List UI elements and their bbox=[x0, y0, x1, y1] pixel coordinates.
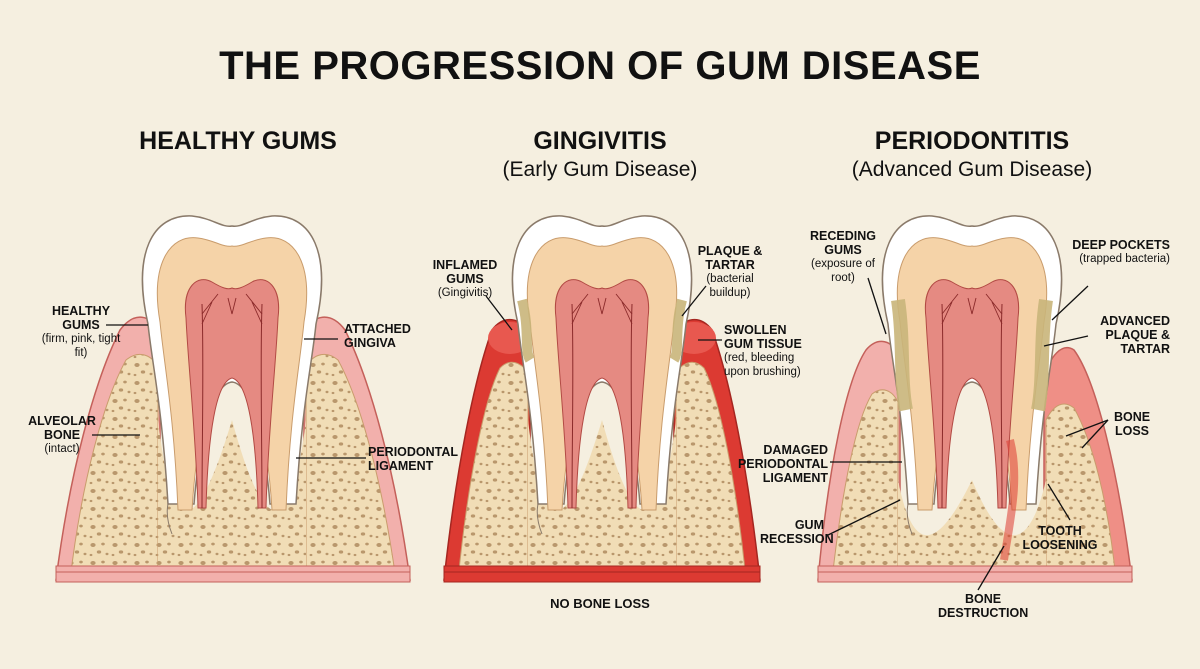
healthy-tooth-diagram bbox=[55, 215, 411, 583]
label-advanced-plaque-tartar: ADVANCED PLAQUE & TARTAR bbox=[1100, 314, 1170, 356]
label-periodontal-ligament: PERIODONTAL LIGAMENT bbox=[368, 445, 458, 473]
panel-heading-healthy: HEALTHY GUMS bbox=[48, 126, 428, 156]
label-receding-gums: RECEDING GUMS (exposure of root) bbox=[810, 229, 876, 284]
subheading-gingivitis: (Early Gum Disease) bbox=[502, 158, 698, 181]
label-plaque-tartar: PLAQUE & TARTAR (bacterial buildup) bbox=[697, 244, 763, 299]
label-inflamed-gums: INFLAMED GUMS (Gingivitis) bbox=[432, 258, 498, 299]
panel-heading-gingivitis: GINGIVITIS (Early Gum Disease) bbox=[410, 126, 790, 184]
panel-heading-periodontitis: PERIODONTITIS (Advanced Gum Disease) bbox=[782, 126, 1162, 184]
label-tooth-loosening: TOOTH LOOSENING bbox=[1022, 524, 1098, 552]
heading-healthy-gums: HEALTHY GUMS bbox=[139, 127, 337, 155]
label-deep-pockets: DEEP POCKETS (trapped bacteria) bbox=[1072, 238, 1170, 265]
label-swollen-gum-tissue: SWOLLEN GUM TISSUE (red, bleeding upon b… bbox=[724, 323, 802, 378]
label-no-bone-loss: NO BONE LOSS bbox=[550, 596, 650, 611]
label-gum-recession: GUM RECESSION bbox=[760, 518, 834, 546]
label-alveolar-bone: ALVEOLAR BONE (intact) bbox=[28, 414, 96, 455]
leader-lines bbox=[92, 277, 1109, 591]
label-bone-loss: BONE LOSS bbox=[1113, 410, 1151, 438]
label-healthy-gums: HEALTHY GUMS (firm, pink, tight fit) bbox=[41, 304, 121, 359]
gingivitis-tooth-diagram bbox=[443, 215, 761, 583]
heading-gingivitis: GINGIVITIS bbox=[533, 127, 667, 155]
periodontitis-tooth-diagram bbox=[817, 215, 1133, 583]
label-bone-destruction: BONE DESTRUCTION bbox=[938, 592, 1029, 620]
label-damaged-periodontal-ligament: DAMAGED PERIODONTAL LIGAMENT bbox=[737, 443, 828, 485]
label-attached-gingiva: ATTACHED GINGIVA bbox=[344, 322, 411, 350]
subheading-periodontitis: (Advanced Gum Disease) bbox=[851, 158, 1093, 181]
heading-periodontitis: PERIODONTITIS bbox=[874, 127, 1070, 155]
page-title: THE PROGRESSION OF GUM DISEASE bbox=[219, 44, 981, 88]
